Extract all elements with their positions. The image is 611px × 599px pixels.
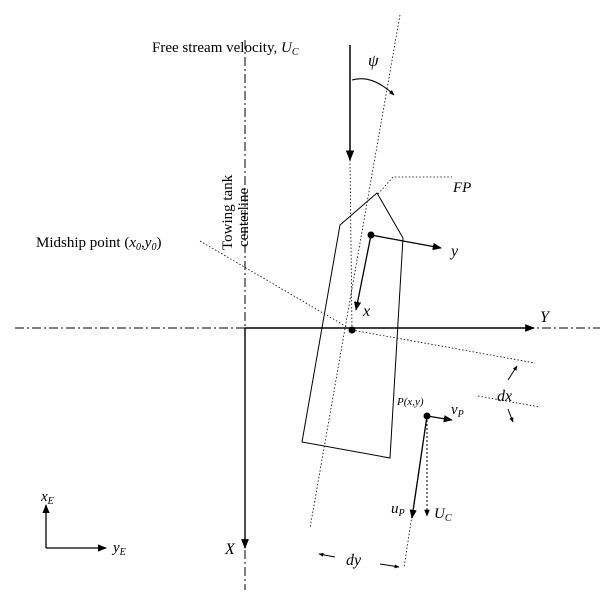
fp-pointer (377, 176, 452, 195)
body-y-axis (370, 234, 442, 251)
body-x-axis (354, 234, 372, 311)
u-p-label: uP (391, 501, 405, 519)
svg-text:centerline: centerline (236, 188, 252, 247)
body-x-label: x (362, 303, 370, 320)
u-c-label: UC (434, 506, 452, 524)
free-stream-label: Free stream velocity, UC (152, 40, 299, 58)
earth-y-label: yE (111, 540, 126, 558)
ship-heading-line (309, 14, 401, 529)
ship-hull (301, 192, 404, 459)
global-X-label: X (224, 541, 236, 558)
v-p-label: vP (451, 402, 464, 420)
u-p-arrow (409, 415, 428, 519)
dx-arrow-bottom (507, 408, 514, 423)
midship-pointer (199, 240, 353, 331)
midship-point (348, 326, 356, 334)
fp-label: FP (452, 180, 471, 196)
psi-angle-arc (351, 78, 395, 96)
point-p-label: P(x,y) (396, 396, 424, 408)
v-p-arrow (426, 415, 453, 423)
midship-perpendicular-line (351, 329, 536, 364)
dy-arrow-left (318, 552, 336, 558)
towing-tank-label: Towing tank centerline (220, 174, 252, 250)
dy-arrow-right (379, 563, 400, 569)
global-Y-label: Y (540, 309, 551, 326)
free-stream-extension (349, 159, 353, 331)
midship-label: Midship point (x0,y0) (36, 235, 161, 253)
psi-label: ψ (368, 51, 379, 70)
body-y-label: y (449, 243, 459, 260)
dy-label: dy (346, 552, 362, 569)
dx-label: dx (497, 388, 512, 405)
dx-arrow-top (507, 365, 518, 381)
svg-text:Towing tank: Towing tank (220, 174, 236, 250)
earth-x-label: xE (40, 489, 54, 507)
